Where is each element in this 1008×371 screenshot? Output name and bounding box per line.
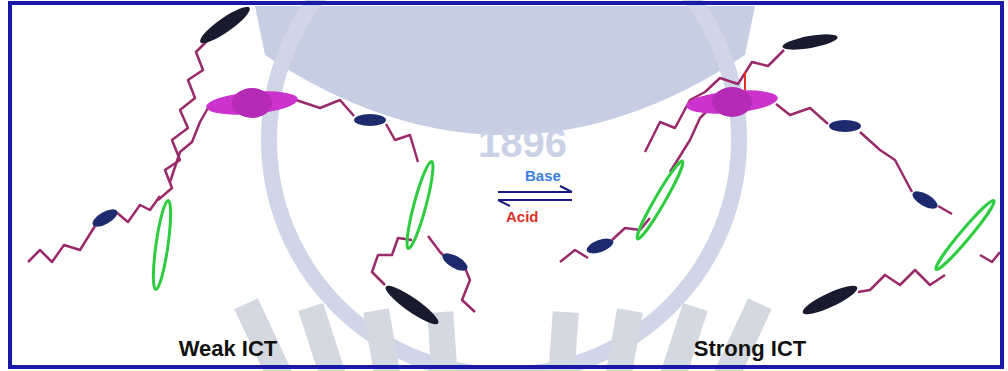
weak-ict-molecule (28, 2, 475, 329)
state-label: Strong ICT (694, 336, 806, 361)
frame (10, 3, 1002, 367)
strong-ict-molecule (560, 31, 1000, 319)
watermark-emblem (234, 0, 771, 371)
equilibrium-label: Acid (506, 208, 539, 225)
equilibrium-arrows (498, 186, 572, 206)
watermark-text: 1896 (478, 120, 567, 166)
state-label: Weak ICT (179, 336, 278, 361)
equilibrium-label: Base (525, 167, 561, 184)
